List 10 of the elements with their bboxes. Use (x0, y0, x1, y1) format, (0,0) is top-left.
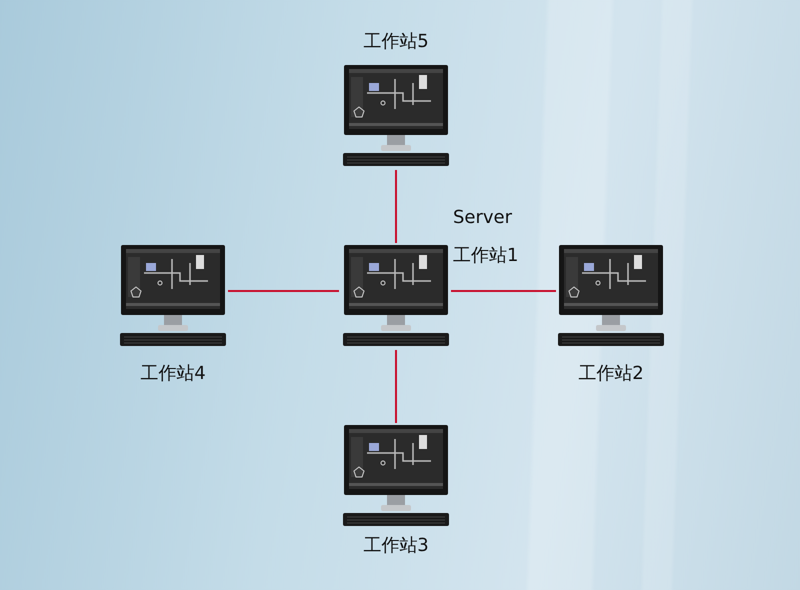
node-label: Server (453, 207, 512, 229)
network-cable (228, 290, 339, 292)
node-label: 工作站4 (140, 363, 206, 385)
node-label: 工作站3 (363, 535, 429, 557)
node-label: 工作站5 (363, 31, 429, 53)
network-cable (395, 170, 397, 243)
network-cable (395, 350, 397, 423)
node-label: 工作站1 (453, 245, 518, 267)
node-label: 工作站2 (578, 363, 644, 385)
network-cable (451, 290, 556, 292)
